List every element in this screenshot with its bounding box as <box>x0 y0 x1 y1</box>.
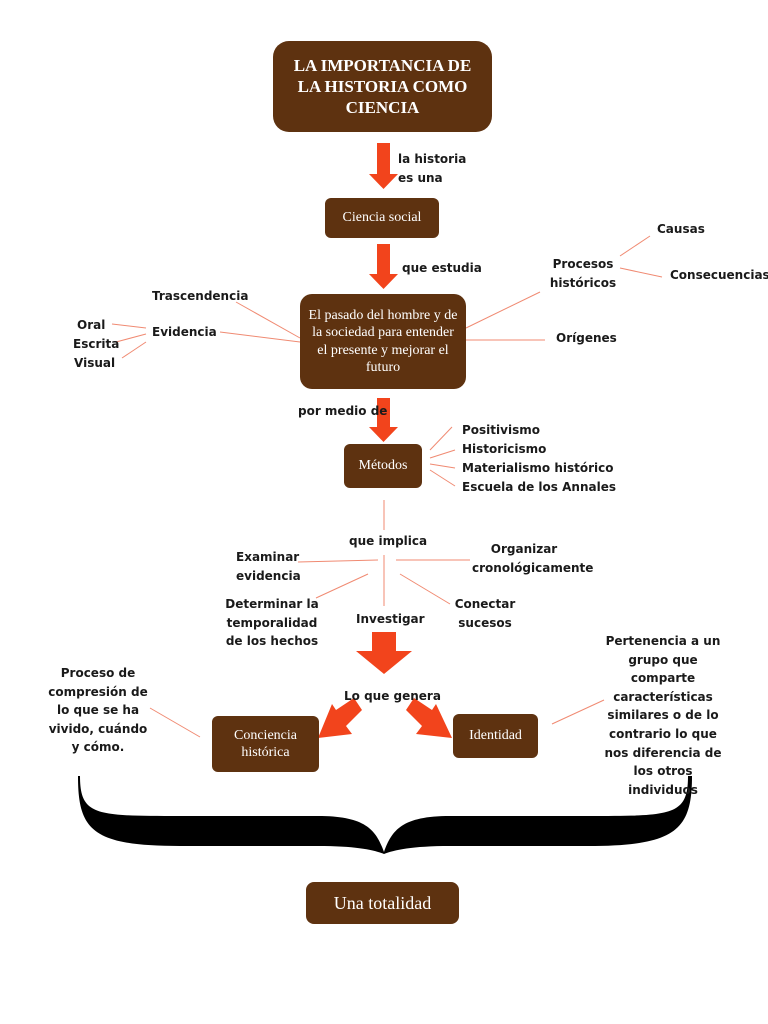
node-ciencia-social: Ciencia social <box>325 198 439 238</box>
label-causas: Causas <box>657 222 705 236</box>
line-visual <box>121 341 147 359</box>
line-oral <box>111 323 147 329</box>
node-conciencia: Conciencia histórica <box>212 716 319 772</box>
label-oral: Oral <box>77 318 106 332</box>
line-historicismo <box>429 449 456 459</box>
label-escrita: Escrita <box>73 337 120 351</box>
line-causas <box>619 235 651 257</box>
label-conectar: Conectar sucesos <box>454 597 516 630</box>
arrow-to-identidad <box>406 698 452 738</box>
connector-que-implica: que implica <box>349 534 428 548</box>
label-examinar: Examinar evidencia <box>236 550 301 583</box>
connector-la-historia: la historia es una <box>398 152 467 185</box>
label-determinar: Determinar la temporalidad de los hechos <box>225 597 319 649</box>
line-evidencia <box>219 331 301 343</box>
arrow-to-conciencia <box>318 698 362 738</box>
line-procesos <box>465 291 541 329</box>
node-identidad: Identidad <box>453 714 538 758</box>
title-box: LA IMPORTANCIA DE LA HISTORIA COMO CIENC… <box>273 41 492 132</box>
line-conectar <box>399 573 451 605</box>
brace-shape <box>78 776 692 854</box>
connector-que-estudia: que estudia <box>402 261 482 275</box>
label-pertenencia: Pertenencia a un grupo que comparte cara… <box>604 634 722 797</box>
label-visual: Visual <box>74 356 116 370</box>
label-proceso-comprension: Proceso de compresión de lo que se ha vi… <box>48 666 148 755</box>
node-pasado: El pasado del hombre y de la sociedad pa… <box>300 294 466 389</box>
line-consecuencias <box>619 267 663 278</box>
connector-por-medio-de: por medio de <box>298 404 388 418</box>
label-trascendencia: Trascendencia <box>152 289 249 303</box>
line-positivismo <box>429 426 453 451</box>
line-trascendencia <box>235 301 301 339</box>
title-text: LA IMPORTANCIA DE LA HISTORIA COMO CIENC… <box>293 55 472 118</box>
label-consecuencias: Consecuencias <box>670 268 768 282</box>
arrow-to-pasado <box>369 244 398 289</box>
label-positivismo: Positivismo <box>462 423 540 437</box>
node-totalidad: Una totalidad <box>306 882 459 924</box>
label-historicismo: Historicismo <box>462 442 547 456</box>
label-organizar: Organizar cronológicamente <box>472 542 594 575</box>
line-annales <box>429 469 456 487</box>
label-origenes: Orígenes <box>556 331 617 345</box>
arrow-to-ciencia-social <box>369 143 398 189</box>
connector-investigar: Investigar <box>356 612 425 626</box>
label-annales: Escuela de los Annales <box>462 480 616 494</box>
arrow-to-metodos <box>369 398 398 442</box>
line-pertenencia <box>551 699 605 725</box>
arrow-investigar <box>356 632 412 674</box>
label-procesos-historicos: Procesos históricos <box>549 257 617 290</box>
label-evidencia: Evidencia <box>152 325 217 339</box>
node-metodos: Métodos <box>344 444 422 488</box>
line-materialismo <box>429 463 456 469</box>
line-escrita <box>115 333 147 343</box>
label-materialismo: Materialismo histórico <box>462 461 614 475</box>
line-proceso-comprension <box>149 707 201 738</box>
line-determinar <box>315 573 369 599</box>
line-examinar <box>297 559 379 563</box>
connector-lo-que-genera: Lo que genera <box>344 689 441 703</box>
